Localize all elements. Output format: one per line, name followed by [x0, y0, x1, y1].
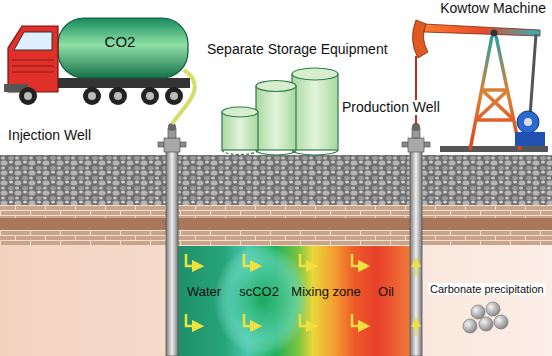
zone-text: CO2	[105, 34, 136, 51]
zone-text: Mixing zone	[291, 285, 360, 299]
machine-label: Kowtow Machine	[438, 1, 548, 16]
brick-layer	[0, 230, 552, 245]
flow-arrows	[186, 254, 364, 326]
production-wellhead	[402, 123, 430, 152]
carbonate-particles	[463, 302, 508, 333]
gravel-layer	[0, 155, 552, 205]
precipitate-label: Carbonate precipitation	[428, 283, 546, 295]
brick-layer	[0, 205, 552, 218]
mixing-zone: Mixing zone	[288, 280, 364, 304]
injection-pipe	[166, 150, 178, 356]
injection-wellhead	[158, 123, 186, 152]
reservoir-layer	[0, 245, 552, 356]
zone-text: Oil	[378, 285, 394, 299]
storage-tanks	[222, 68, 338, 155]
production-pipe	[410, 150, 422, 356]
co2-zone: scCO2	[228, 280, 290, 304]
co2-front	[214, 244, 310, 356]
pump-jack	[412, 20, 548, 152]
zone-text: Water	[187, 285, 221, 299]
soil-layer	[0, 218, 552, 230]
co2-truck	[4, 18, 190, 105]
lift-arrows	[415, 262, 417, 336]
well-label: Injection Well	[6, 128, 93, 143]
well-label: Production Well	[340, 100, 442, 115]
zone-text: scCO2	[239, 285, 279, 299]
tank-body: CO2	[70, 30, 170, 54]
water-zone: Water	[180, 280, 228, 304]
storage-label: Separate Storage Equipment	[205, 42, 390, 57]
oil-zone: Oil	[362, 280, 410, 304]
